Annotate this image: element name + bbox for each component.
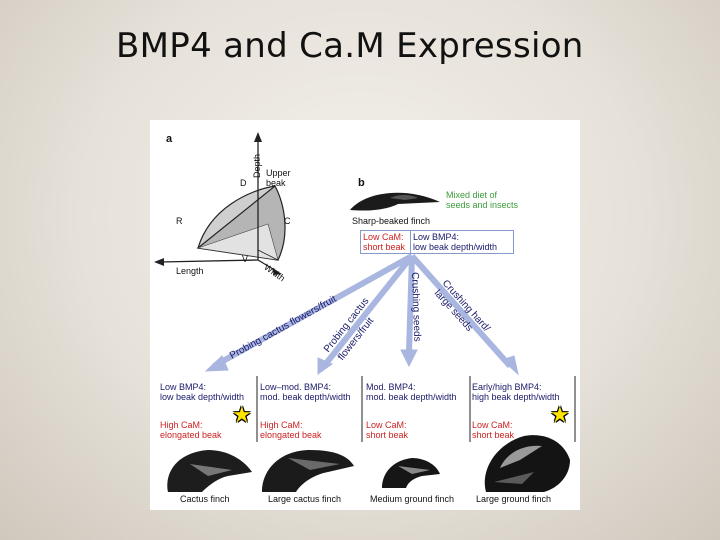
low-cam-box: [360, 230, 412, 254]
slide-title: BMP4 and Ca.M Expression: [116, 26, 584, 66]
panel-b-label: b: [358, 177, 365, 189]
col1-bmp4-line-1: Low BMP4:: [160, 382, 207, 392]
point-c-label: C: [284, 216, 291, 226]
col2-cam-line-2: elongated beak: [260, 430, 322, 440]
sharp-beaked-finch-label: Sharp-beaked finch: [352, 216, 431, 226]
col1-cam-line-2: elongated beak: [160, 430, 222, 440]
low-cam-line-2: short beak: [363, 242, 406, 252]
diet-label-2: seeds and insects: [446, 200, 519, 210]
upper-beak-label-1: Upper: [266, 168, 291, 178]
col2-cam-line-1: High CaM:: [260, 420, 303, 430]
point-v-label: V: [242, 254, 249, 264]
finch-beak-figure: a Depth Upper beak D R C V Length Width …: [150, 120, 580, 510]
col4-bmp4-line-2: high beak depth/width: [472, 392, 560, 402]
col4-bmp4-line-1: Early/high BMP4:: [472, 382, 542, 392]
beak-axes: [154, 132, 282, 275]
col3-bmp4-line-2: mod. beak depth/width: [366, 392, 457, 402]
panel-a-label: a: [166, 133, 173, 145]
length-axis-label: Length: [176, 266, 204, 276]
col3-cam-line-1: Low CaM:: [366, 420, 407, 430]
col2-finch-name: Large cactus finch: [268, 494, 342, 504]
low-bmp4-line-2: low beak depth/width: [413, 242, 498, 252]
col3-cam-line-2: short beak: [366, 430, 409, 440]
large-ground-finch-head: [484, 435, 570, 492]
point-d-label: D: [240, 178, 247, 188]
col2-bmp4-line-2: mod. beak depth/width: [260, 392, 351, 402]
point-r-label: R: [176, 216, 183, 226]
beak-diagram: [196, 185, 286, 261]
sharp-beaked-finch-head: [350, 192, 440, 211]
figure-graphics: [154, 132, 576, 492]
col4-cam-line-2: short beak: [472, 430, 515, 440]
col1-star-icon: ★: [232, 402, 252, 427]
col3-bmp4-line-1: Mod. BMP4:: [366, 382, 416, 392]
depth-axis-label: Depth: [252, 153, 262, 178]
col4-cam-line-1: Low CaM:: [472, 420, 513, 430]
col2-bmp4-line-1: Low–mod. BMP4:: [260, 382, 332, 392]
col1-cam-line-1: High CaM:: [160, 420, 203, 430]
upper-beak-label-2: beak: [266, 178, 286, 188]
finch-heads: [167, 435, 570, 492]
evolution-arrows: [204, 253, 519, 376]
large-cactus-finch-head: [262, 450, 354, 492]
low-cam-line-1: Low CaM:: [363, 232, 404, 242]
col3-finch-name: Medium ground finch: [370, 494, 455, 504]
col1-finch-name: Cactus finch: [180, 494, 230, 504]
col1-bmp4-line-2: low beak depth/width: [160, 392, 245, 402]
low-bmp4-line-1: Low BMP4:: [413, 232, 460, 242]
column-separators: [256, 376, 576, 442]
col4-star-icon: ★: [550, 402, 570, 427]
diet-label-1: Mixed diet of: [446, 190, 498, 200]
col4-finch-name: Large ground finch: [476, 494, 552, 504]
low-bmp4-box: [410, 230, 514, 254]
